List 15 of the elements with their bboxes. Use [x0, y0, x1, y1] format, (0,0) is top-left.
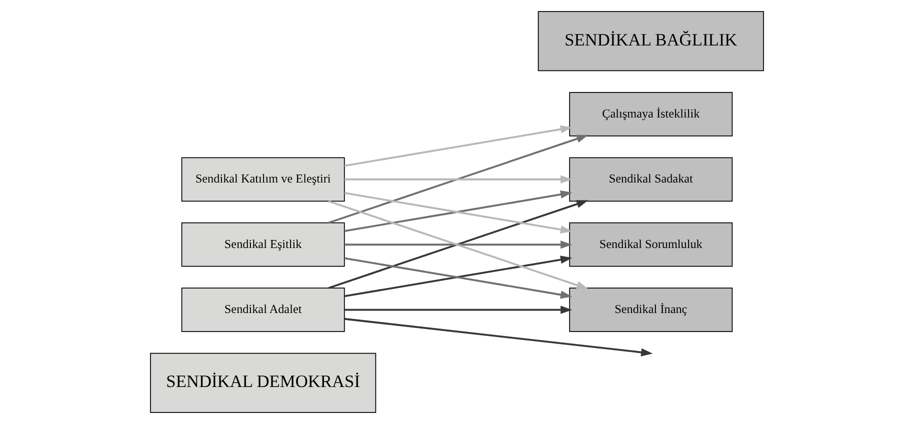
node-box: Sendikal İnanç	[568, 288, 732, 332]
node-box: Sendikal Adalet	[180, 288, 344, 332]
arrow	[344, 306, 572, 314]
node-box: Çalışmaya İsteklilik	[568, 92, 732, 136]
node-box: Sendikal Eşitlik	[180, 222, 344, 267]
arrow	[344, 175, 572, 184]
node-box: SENDİKAL DEMOKRASİ	[150, 352, 376, 413]
arrow	[344, 240, 572, 249]
node-box: Sendikal Katılım ve Eleştiri	[180, 157, 344, 202]
arrow	[344, 318, 652, 356]
node-box: Sendikal Sadakat	[568, 157, 732, 202]
arrow	[344, 125, 572, 167]
arrow	[328, 134, 588, 224]
node-box: Sendikal Sorumluluk	[568, 222, 732, 267]
node-box: SENDİKAL BAĞLILIK	[537, 11, 764, 72]
